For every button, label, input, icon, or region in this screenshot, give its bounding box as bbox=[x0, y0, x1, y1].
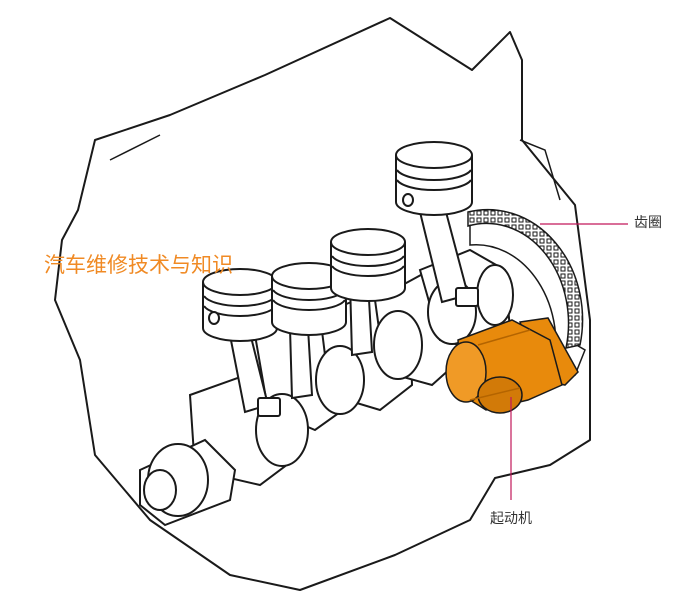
piston-4 bbox=[395, 141, 473, 216]
ring-gear-label: 齿圈 bbox=[634, 215, 662, 231]
pistons bbox=[202, 141, 473, 342]
watermark-text: 汽车维修技术与知识 bbox=[44, 253, 233, 277]
starter-motor-label: 起动机 bbox=[490, 511, 532, 527]
starter-motor bbox=[445, 317, 579, 414]
engine-block-inner-edge bbox=[109, 134, 561, 201]
piston-3 bbox=[330, 228, 406, 302]
piston-1 bbox=[202, 268, 278, 342]
